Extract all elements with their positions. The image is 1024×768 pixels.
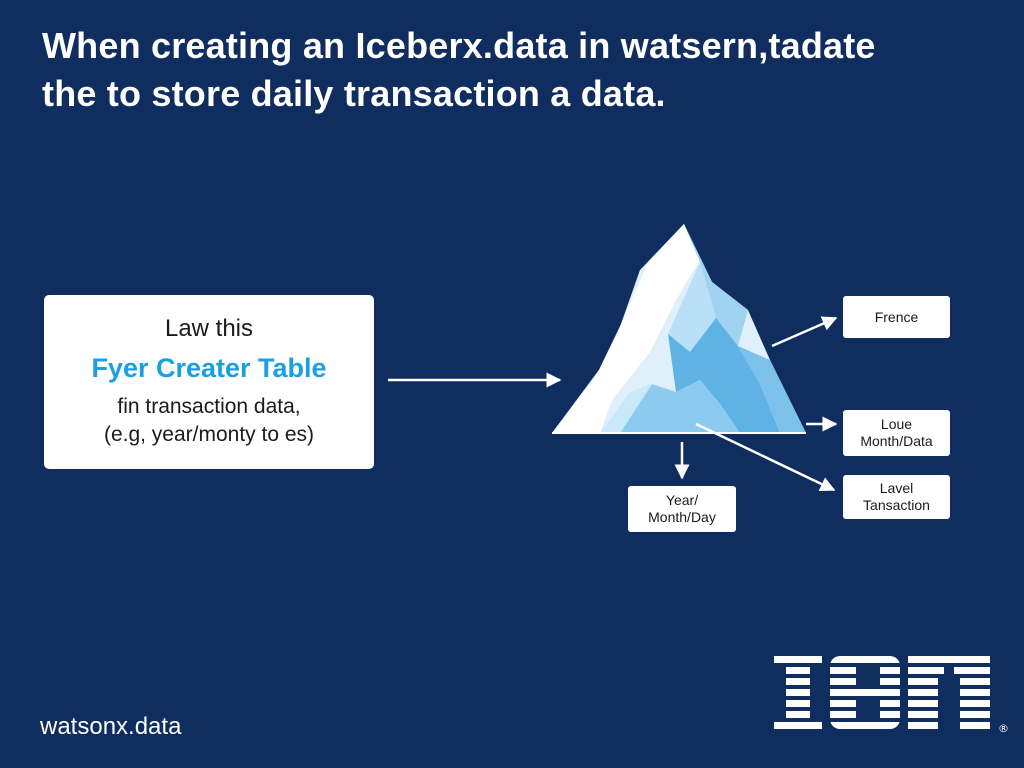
iceberg-icon xyxy=(552,224,806,434)
card-text-1: fin transaction data, xyxy=(117,395,301,418)
footer-brand: watsonx.data xyxy=(40,713,182,740)
lavel-label-1: Lavel xyxy=(879,480,914,496)
registered-mark: ® xyxy=(998,722,1009,735)
table-description-card: Law this Fyer Creater Table fin transact… xyxy=(44,295,374,469)
title-line-1: When creating an Iceberx.data in watsern… xyxy=(42,25,876,66)
year-month-day-box: Year/ Month/Day xyxy=(628,486,736,532)
lavel-label-2: Tansaction xyxy=(863,497,930,513)
lavel-box: Lavel Tansaction xyxy=(843,475,950,519)
frence-label: Frence xyxy=(874,308,919,325)
card-intro: Law this xyxy=(164,315,254,342)
year-label-1: Year/ xyxy=(665,492,699,508)
card-text-2: (e.g, year/monty to es) xyxy=(103,423,315,446)
card-heading: Fyer Creater Table xyxy=(91,353,327,383)
ibm-logo: ® xyxy=(774,656,1009,735)
arrow-to-frence xyxy=(771,316,838,348)
title-line-2: the to store daily transaction a data. xyxy=(42,73,666,114)
arrow-to-lavel xyxy=(695,422,836,492)
page-title: When creating an Iceberx.data in watsern… xyxy=(42,22,1002,118)
loue-label-1: Loue xyxy=(880,416,913,432)
year-label-2: Month/Day xyxy=(648,509,716,525)
loue-box: Loue Month/Data xyxy=(843,410,950,456)
loue-label-2: Month/Data xyxy=(860,433,933,449)
frence-box: Frence xyxy=(843,296,950,338)
